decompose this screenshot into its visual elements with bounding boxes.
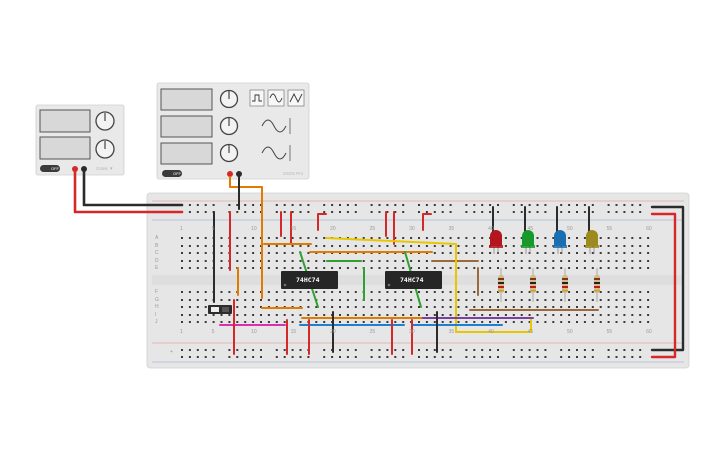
wires[interactable] — [73, 170, 685, 359]
wire-yellow-a — [325, 237, 457, 245]
wire-red-f — [317, 213, 327, 231]
led-green[interactable] — [521, 230, 535, 254]
led-blue[interactable] — [553, 230, 567, 254]
ic-74hc74-right[interactable] — [385, 271, 442, 289]
resistors[interactable] — [498, 268, 600, 302]
wire-black-rail-right — [650, 205, 685, 352]
function-generator[interactable] — [156, 82, 310, 180]
leds[interactable] — [489, 230, 599, 254]
wire-red-g — [422, 213, 432, 231]
ic-74hc74-left[interactable] — [281, 271, 338, 289]
led-red[interactable] — [489, 230, 503, 254]
wire-yellow-b — [455, 243, 532, 333]
led-yellow[interactable] — [585, 230, 599, 254]
power-supply[interactable] — [35, 104, 125, 176]
resistor[interactable] — [562, 268, 568, 302]
slide-switch[interactable] — [208, 305, 232, 314]
resistor[interactable] — [498, 268, 504, 302]
wire-red-rail-right — [650, 212, 677, 359]
wire-supply-positive — [73, 170, 184, 214]
wire-supply-negative — [82, 170, 184, 207]
resistor[interactable] — [530, 268, 536, 302]
wire-fg-signal — [229, 176, 263, 299]
resistor[interactable] — [594, 268, 600, 302]
